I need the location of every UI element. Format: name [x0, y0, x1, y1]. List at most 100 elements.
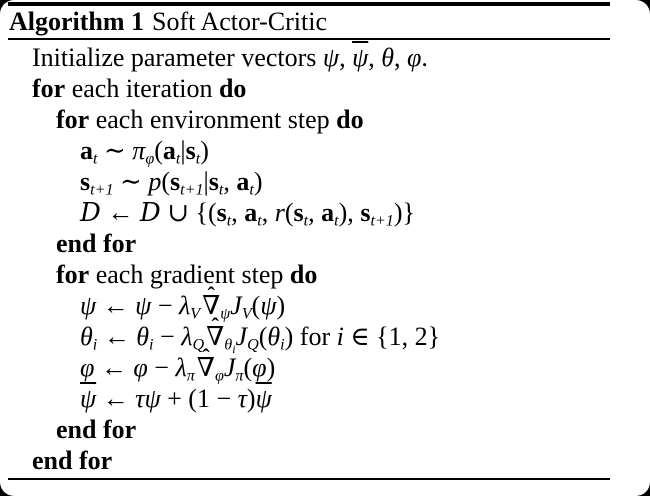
math-segment: J [230, 291, 242, 320]
math-segment: V [190, 305, 201, 323]
math-segment: ∪ {( [160, 198, 217, 227]
math-segment: t [249, 181, 254, 199]
math-segment: a [321, 198, 335, 227]
math-segment: t [195, 150, 201, 168]
math-segment: s [170, 167, 181, 196]
math-segment: ψ [352, 43, 369, 72]
math-segment: s [216, 198, 227, 227]
math-segment: t+1 [90, 181, 114, 199]
algorithm-line: φ ← φ − λπ∇φJπ(φ) [0, 352, 650, 385]
math-segment: λ [181, 322, 193, 351]
math-segment: i [280, 336, 285, 354]
title-separator-rule [8, 38, 610, 40]
math-segment: a [162, 136, 176, 165]
math-segment: a [236, 167, 250, 196]
algorithm-line: end for [0, 228, 650, 259]
math-segment: ) [200, 136, 209, 165]
math-segment: φ [145, 150, 155, 168]
math-segment: t [303, 212, 309, 230]
math-segment: end for [56, 229, 137, 258]
math-segment: φ [80, 353, 95, 382]
math-segment: ψ [144, 384, 161, 413]
math-segment: for [56, 260, 90, 289]
math-segment: J [223, 353, 236, 382]
math-segment: ) [246, 384, 256, 413]
math-segment: ∇ [206, 321, 224, 352]
math-segment: ( [284, 198, 294, 227]
math-segment: θ [267, 322, 281, 351]
math-segment: φ [133, 353, 148, 382]
math-segment: ( [251, 291, 261, 320]
math-segment: t [226, 212, 232, 230]
math-segment: ∇ [197, 352, 215, 383]
math-segment: π [186, 367, 195, 385]
math-segment: , [394, 43, 407, 72]
math-segment: , [231, 198, 245, 227]
math-segment: a [244, 198, 258, 227]
math-segment: ) [276, 291, 286, 320]
math-segment: ← [96, 291, 136, 320]
math-segment: t+1 [370, 212, 394, 230]
math-segment: θ [80, 322, 93, 351]
math-segment: + (1 − [160, 384, 238, 413]
math-segment: s [293, 198, 304, 227]
math-segment: r [274, 198, 285, 227]
math-segment: | [180, 136, 186, 165]
math-segment: Q [247, 336, 259, 354]
math-segment: t [175, 150, 181, 168]
algorithm-line: D ← D ∪ {(st, at, r(st, at), st+1)} [0, 197, 650, 230]
math-segment: ), [338, 198, 361, 227]
algorithm-title-text: Soft Actor-Critic [152, 7, 328, 36]
math-segment: λ [175, 353, 187, 382]
math-segment: , [223, 167, 237, 196]
math-segment: π [132, 136, 146, 165]
math-segment: ∼ [113, 167, 149, 196]
algorithm-line: end for [0, 445, 650, 476]
math-segment: ) [253, 167, 263, 196]
algorithm-line: at ∼ πφ(at|st) [0, 135, 650, 168]
math-segment: ← [100, 198, 140, 227]
math-segment: end for [32, 446, 113, 475]
math-segment: ψ [255, 384, 272, 413]
math-segment: s [360, 198, 371, 227]
math-segment: − [151, 291, 179, 320]
math-segment: ( [243, 353, 253, 382]
math-segment: π [235, 367, 244, 385]
math-segment: do [289, 260, 318, 289]
math-segment: λ [178, 291, 191, 320]
math-segment: φ [252, 353, 267, 382]
math-segment: , [308, 198, 322, 227]
algorithm-body: Initialize parameter vectors ψ, ψ, θ, φ.… [0, 40, 650, 476]
math-segment: i [149, 336, 154, 354]
algorithm-line: Initialize parameter vectors ψ, ψ, θ, φ. [0, 42, 650, 73]
math-segment: ← [97, 322, 137, 351]
bottom-rule [8, 478, 610, 480]
math-segment: ) for [284, 322, 337, 351]
math-segment: i [92, 336, 98, 354]
math-segment: t+1 [180, 181, 204, 199]
math-segment: ) [266, 353, 276, 382]
math-segment: each iteration [65, 74, 219, 103]
math-segment: τ [135, 384, 145, 413]
algorithm-line: ψ ← ψ − λV∇ψJV(ψ) [0, 290, 650, 323]
math-segment: Initialize parameter vectors [32, 43, 323, 72]
algorithm-line: θi ← θi − λQ∇θiJQ(θi) for i ∈ {1, 2} [0, 321, 650, 356]
math-segment: ψ [220, 305, 231, 323]
math-segment: for [32, 74, 66, 103]
math-segment: | [203, 167, 209, 196]
math-segment: V [241, 305, 252, 323]
math-segment: s [185, 136, 196, 165]
math-segment: ( [161, 167, 170, 196]
math-segment: − [153, 322, 182, 351]
algorithm-line: for each environment step do [0, 104, 650, 135]
math-segment: t [218, 181, 224, 199]
math-segment: ∈ {1, 2} [343, 322, 441, 351]
math-segment: ψ [80, 384, 97, 413]
math-segment: ψ [260, 291, 277, 320]
math-segment: , [261, 198, 275, 227]
math-segment: D [139, 198, 161, 228]
math-segment: , [368, 43, 382, 72]
math-segment: s [208, 167, 219, 196]
math-segment: each gradient step [89, 260, 290, 289]
